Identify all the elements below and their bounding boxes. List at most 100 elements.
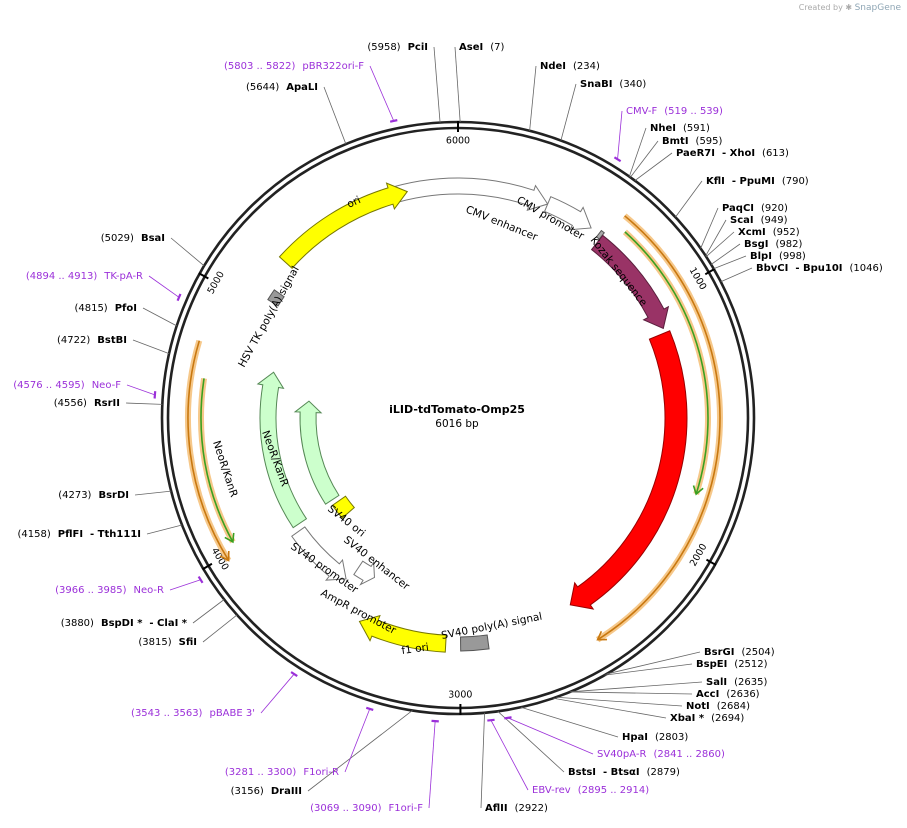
feature-cmv-promoter[interactable] xyxy=(543,196,592,231)
feature-sv40-promoter[interactable] xyxy=(291,526,347,581)
primer-label-cmv-f[interactable]: CMV-F(519 .. 539) xyxy=(626,106,723,117)
primer-name-neo-r: Neo-R xyxy=(134,585,165,596)
primer-name-sv40pa-r: SV40pA-R xyxy=(597,749,646,760)
site-label-pcii[interactable]: (5958)PciI xyxy=(367,42,428,53)
primer-range-f1ori-f: (3069 .. 3090) xyxy=(310,803,382,814)
site-label-bsai[interactable]: (5029)BsaI xyxy=(101,233,165,244)
site-label-aflii[interactable]: AflII(2922) xyxy=(485,803,548,814)
site-name-bmti: BmtI xyxy=(662,136,689,147)
site-text-bsai: (5029) xyxy=(101,233,134,244)
tick-5000 xyxy=(198,272,209,280)
leader-site-asei xyxy=(454,46,461,123)
leader-site-xcmi xyxy=(705,231,735,257)
site-label-sali[interactable]: SalI(2635) xyxy=(706,677,767,688)
site-name-snabi: SnaBI xyxy=(580,79,612,90)
leader-primer-cmv-f xyxy=(617,110,623,160)
leader-site-noti xyxy=(556,696,683,707)
site-label-draiii[interactable]: (3156)DraIII xyxy=(231,786,302,797)
primer-mark-primer-neo-r xyxy=(197,576,204,584)
feature-f1-ori[interactable] xyxy=(358,614,447,653)
site-label-pflfi[interactable]: (4158)PflFI- Tth111I xyxy=(17,529,141,540)
primer-label-neo-r[interactable]: (3966 .. 3985)Neo-R xyxy=(55,585,164,596)
site-label-rsrii[interactable]: (4556)RsrII xyxy=(54,398,120,409)
site-text-pflfi: (4158) xyxy=(17,529,50,540)
translation-group xyxy=(185,213,723,643)
site-label-bsrdi[interactable]: (4273)BsrDI xyxy=(58,490,129,501)
translation-arrowhead-3 xyxy=(224,532,235,544)
feature-tdtomato[interactable] xyxy=(569,330,688,610)
primer-label-pbabe-3[interactable]: (3543 .. 3563)pBABE 3' xyxy=(131,708,255,719)
site-text-rsrii: (4556) xyxy=(54,398,87,409)
site-label-bspdi[interactable]: (3880)BspDI *- ClaI * xyxy=(61,618,188,629)
feature-sv40-ori[interactable] xyxy=(331,495,356,519)
leader-site-xbai xyxy=(553,697,667,719)
site-name-bstbi: BstBI xyxy=(97,335,127,346)
tick-label-2000: 2000 xyxy=(688,542,710,568)
leader-site-draiii xyxy=(307,710,413,792)
tick-label-0: 6000 xyxy=(446,136,470,147)
primer-range-pbabe-3: (3543 .. 3563) xyxy=(131,708,203,719)
leader-site-bspdi xyxy=(192,599,225,624)
feature-ilid[interactable] xyxy=(590,234,670,330)
site-label-nhei[interactable]: NheI(591) xyxy=(650,123,710,134)
leader-primer-neo-f xyxy=(126,384,156,396)
site-name-scai: ScaI xyxy=(730,215,754,226)
site-label-bsgi[interactable]: BsgI(982) xyxy=(744,239,802,250)
site-label-bmti[interactable]: BmtI(595) xyxy=(662,136,723,147)
site-label-xbai[interactable]: XbaI *(2694) xyxy=(670,713,744,724)
site-label-kfli[interactable]: KflI- PpuMI(790) xyxy=(706,176,809,187)
site-text-ndei: (234) xyxy=(573,61,600,72)
primer-label-pbr322ori-f[interactable]: (5803 .. 5822)pBR322ori-F xyxy=(224,61,364,72)
site-label-bstbi[interactable]: (4722)BstBI xyxy=(57,335,127,346)
feature-group xyxy=(256,177,688,653)
primer-label-neo-f[interactable]: (4576 .. 4595)Neo-F xyxy=(13,380,121,391)
site-label-pfoi[interactable]: (4815)PfoI xyxy=(74,303,137,314)
translation-line-1 xyxy=(624,231,709,495)
site-label-paqci[interactable]: PaqCI(920) xyxy=(722,203,788,214)
feature-cmv-enhancer[interactable] xyxy=(384,177,549,212)
primer-label-ebv-rev[interactable]: EBV-rev(2895 .. 2914) xyxy=(532,785,649,796)
leader-site-bsgi xyxy=(710,243,741,265)
site-label-apali[interactable]: (5644)ApaLI xyxy=(246,82,318,93)
site-label-snabi[interactable]: SnaBI(340) xyxy=(580,79,646,90)
feature-ori[interactable] xyxy=(278,182,409,269)
primer-name-f1ori-f: F1ori-F xyxy=(389,803,424,814)
site-label-paer7i[interactable]: PaeR7I- XhoI(613) xyxy=(676,148,789,159)
site-label-scai[interactable]: ScaI(949) xyxy=(730,215,788,226)
site-label-sfii[interactable]: (3815)SfiI xyxy=(138,637,197,648)
site-label-bspei[interactable]: BspEI(2512) xyxy=(696,659,768,670)
primer-label-f1ori-r[interactable]: (3281 .. 3300)F1ori-R xyxy=(225,767,339,778)
site-name-xcmi: XcmI xyxy=(738,227,766,238)
site-label-bbvci[interactable]: BbvCI- Bpu10I(1046) xyxy=(756,263,883,274)
site-label-noti[interactable]: NotI(2684) xyxy=(686,701,750,712)
feature-neor-kanr-inner[interactable] xyxy=(293,400,340,505)
primer-range-f1ori-r: (3281 .. 3300) xyxy=(225,767,297,778)
feature-hsv-tk-poly-a-signal[interactable] xyxy=(267,289,285,307)
leader-primer-neo-r xyxy=(169,579,201,591)
primer-label-tk-pa-r[interactable]: (4894 .. 4913)TK-pA-R xyxy=(26,271,143,282)
site-label-bsrgi[interactable]: BsrGI(2504) xyxy=(704,647,775,658)
site-label-group: (5958)PciI AseI(7) NdeI(234) SnaBI(340) NheI… xyxy=(13,42,883,814)
primer-label-sv40pa-r[interactable]: SV40pA-R(2841 .. 2860) xyxy=(597,749,725,760)
snapgene-logo-icon: ✱ xyxy=(845,3,853,12)
site-label-xcmi[interactable]: XcmI(952) xyxy=(738,227,800,238)
leader-site-paqci xyxy=(700,207,719,249)
site-name-bsrdi: BsrDI xyxy=(98,490,129,501)
leader-primer-f1ori-r xyxy=(344,708,371,773)
primer-mark-primer-tk-pa-r xyxy=(176,293,182,302)
primer-label-f1ori-f[interactable]: (3069 .. 3090) F1ori-F xyxy=(310,803,423,814)
site-label-blpi[interactable]: BlpI(998) xyxy=(750,251,806,262)
site-label-acci[interactable]: AccI(2636) xyxy=(696,689,760,700)
site-label-asei[interactable]: AseI(7) xyxy=(459,42,504,53)
site-label-ndei[interactable]: NdeI(234) xyxy=(540,61,600,72)
leader-site-bspei xyxy=(604,663,693,676)
site-label-hpai[interactable]: HpaI(2803) xyxy=(622,732,688,743)
translation-line-2 xyxy=(187,340,230,561)
feature-sv40-poly-a-signal[interactable] xyxy=(460,634,490,652)
site-name-bspdi: BspDI * xyxy=(101,618,143,629)
primer-mark-primer-pbr322ori-f xyxy=(389,119,398,123)
feature-ampr-promoter[interactable] xyxy=(353,560,375,586)
feature-neor-kanr[interactable] xyxy=(256,371,308,529)
site-label-bstsi[interactable]: BstsI- BtsαI(2879) xyxy=(568,767,680,778)
leader-site-pflfi xyxy=(146,524,183,535)
